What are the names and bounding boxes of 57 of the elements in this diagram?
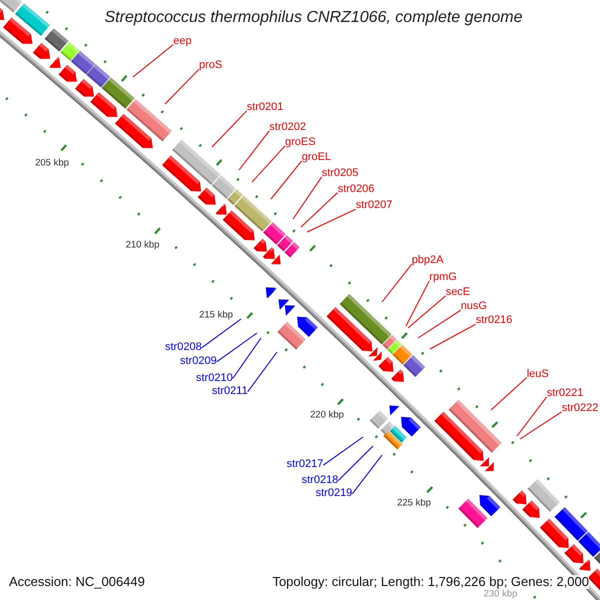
leader-line <box>164 68 200 104</box>
gene-label: str0211 <box>212 384 248 398</box>
gene-label: str0222 <box>562 402 598 415</box>
leader-line <box>306 208 356 232</box>
leader-line <box>201 318 242 348</box>
leader-line <box>430 324 476 350</box>
leader-line <box>408 295 446 328</box>
scale-label: 215 kbp <box>199 310 233 320</box>
gene-label: str0208 <box>165 340 202 354</box>
gene-label: str0210 <box>196 372 233 384</box>
leader-line <box>418 310 462 338</box>
leader-line <box>490 377 528 410</box>
scale-label: 220 kbp <box>310 410 344 420</box>
leader-line <box>238 130 270 170</box>
gene-label: proS <box>199 59 222 72</box>
leader-line <box>216 332 258 362</box>
gene-label: secE <box>446 286 470 299</box>
gene-label: nusG <box>460 300 487 314</box>
gene-label: str0207 <box>356 199 392 212</box>
gene-label: str0221 <box>546 386 584 400</box>
gene-label: str0209 <box>180 354 217 368</box>
leader-line <box>338 446 374 481</box>
leader-line <box>300 192 338 228</box>
title-text: Streptococcus thermophilus CNRZ1066, complete genome <box>104 8 522 27</box>
leader-line <box>352 454 382 494</box>
gene-label: str0202 <box>269 120 306 134</box>
gene-label: str0201 <box>246 100 284 114</box>
leader-line <box>132 44 174 78</box>
scale-label: 230 kbp <box>484 588 518 600</box>
leader-line <box>212 110 248 148</box>
scale-label: 210 kbp <box>126 240 160 250</box>
leader-line <box>406 280 430 326</box>
scale-label: 225 kbp <box>397 498 431 508</box>
scale-label: 205 kbp <box>35 158 69 168</box>
leader-line <box>292 176 322 220</box>
leader-line <box>232 338 262 379</box>
leader-line <box>382 264 412 302</box>
gene-label: pbp2A <box>412 254 444 268</box>
leader-line <box>247 352 278 392</box>
gene-label: str0217 <box>286 458 324 472</box>
leader-line <box>322 436 364 466</box>
gene-label: str0219 <box>316 486 352 500</box>
gene-label: str0218 <box>302 474 338 486</box>
gene-label: str0205 <box>322 166 358 180</box>
gene-label: leuS <box>526 368 549 380</box>
gene-label: groEL <box>302 150 332 164</box>
gene-label: groES <box>285 136 316 149</box>
leader-line <box>270 160 302 200</box>
gene-label: str0216 <box>476 314 512 328</box>
leader-line <box>516 396 548 436</box>
leader-line <box>252 145 286 182</box>
gene-label: rpmG <box>429 270 457 284</box>
gene-label: eep <box>173 34 192 48</box>
gene-label: str0206 <box>338 182 374 196</box>
footer-text: Topology: circular; Length: 1,796,226 bp; Genes: 2,000 <box>272 574 589 588</box>
leader-line <box>520 411 562 440</box>
footer-text: Accession: NC_006449 <box>9 574 145 588</box>
